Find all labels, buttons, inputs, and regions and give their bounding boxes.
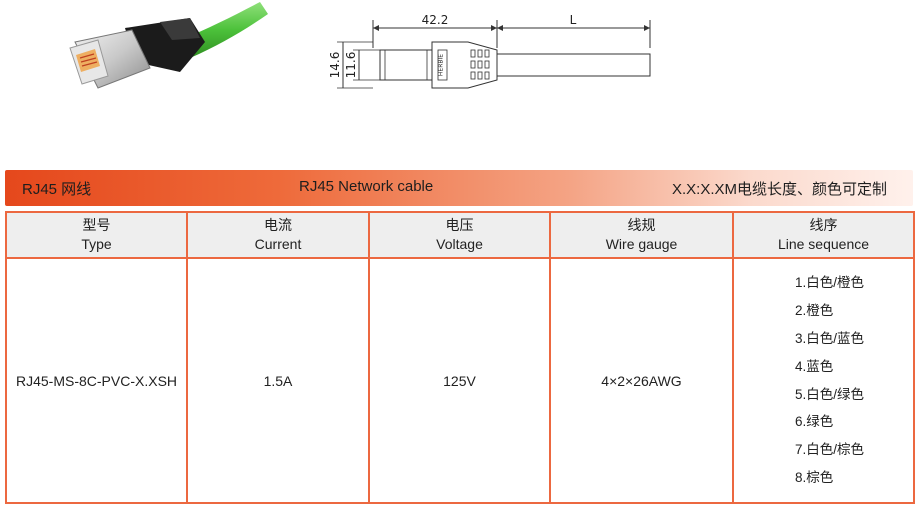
cell-type: RJ45-MS-8C-PVC-X.XSH <box>5 257 188 504</box>
dim-42-2: 42.2 <box>422 13 449 27</box>
cell-line-sequence: 1.白色/橙色 2.橙色 3.白色/蓝色 4.蓝色 5.白色/绿色 6.绿色 7… <box>732 257 915 504</box>
dim-l: L <box>570 13 577 27</box>
banner-customization-note: X.X:X.XM电缆长度、颜色可定制 <box>671 181 887 198</box>
line-sequence-list: 1.白色/橙色 2.橙色 3.白色/蓝色 4.蓝色 5.白色/绿色 6.绿色 7… <box>795 269 864 491</box>
banner-title-en: RJ45 Network cable <box>299 178 434 195</box>
list-item: 7.白色/棕色 <box>794 442 864 458</box>
dimension-drawing: 42.2 L 14.6 11.6 HERBIE <box>328 13 651 89</box>
title-banner: RJ45 网线 RJ45 Network cable X.X:X.XM电缆长度、… <box>5 170 913 206</box>
banner-title-zh: RJ45 网线 <box>22 181 92 198</box>
brand-mark: HERBIE <box>438 54 445 76</box>
cell-voltage: 125V <box>368 257 551 504</box>
dim-11-6: 11.6 <box>344 52 358 79</box>
dim-14-6: 14.6 <box>328 52 342 79</box>
list-item: 1.白色/橙色 <box>794 275 864 291</box>
list-item: 3.白色/蓝色 <box>794 330 864 346</box>
list-item: 5.白色/绿色 <box>794 386 864 402</box>
table-row: RJ45-MS-8C-PVC-X.XSH 1.5A 125V 4×2×26AWG… <box>5 257 915 504</box>
list-item: 8.棕色 <box>794 469 834 485</box>
list-item: 2.橙色 <box>794 303 834 319</box>
cell-current: 1.5A <box>186 257 370 504</box>
list-item: 6.绿色 <box>794 414 834 430</box>
cell-wire-gauge: 4×2×26AWG <box>549 257 734 504</box>
list-item: 4.蓝色 <box>794 358 834 374</box>
rj45-connector-image <box>69 2 268 89</box>
